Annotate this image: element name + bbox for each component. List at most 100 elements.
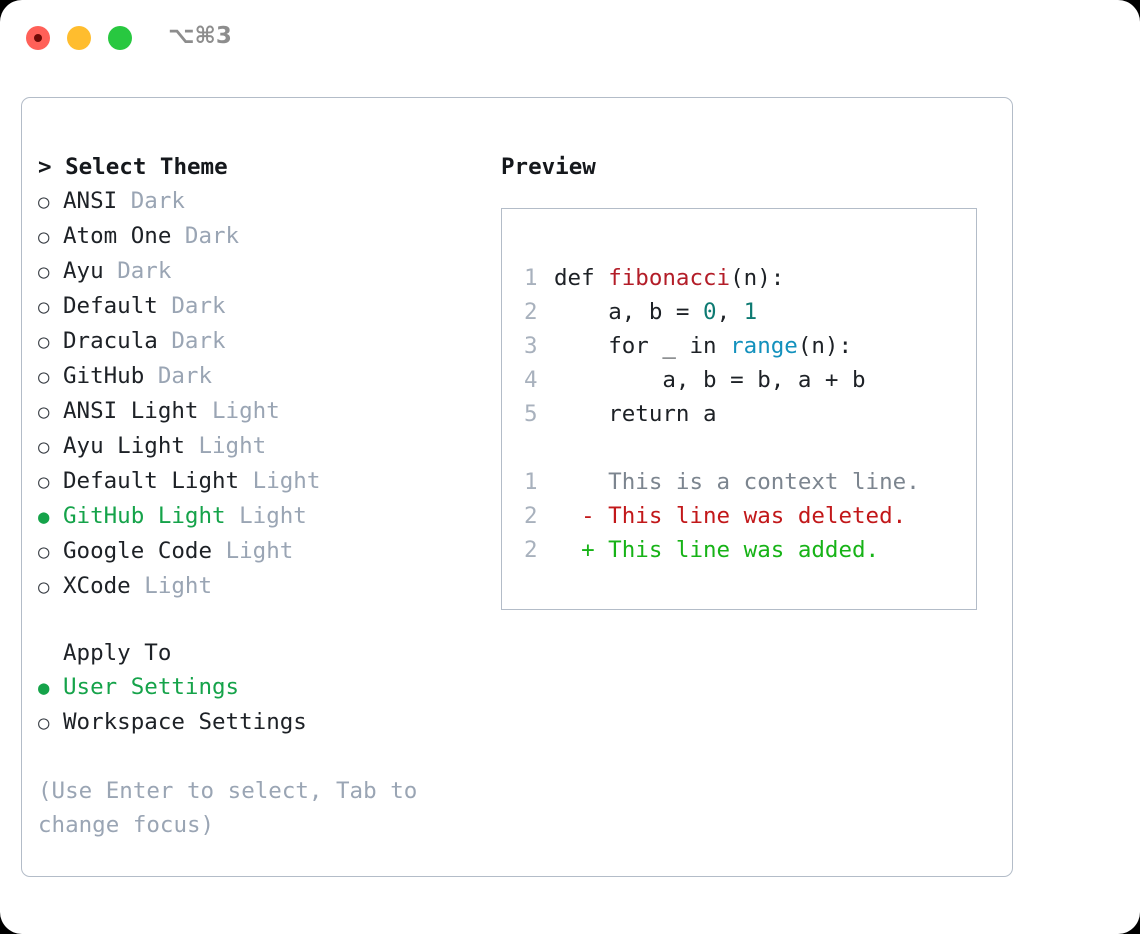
radio-selected-icon[interactable]: ●: [38, 506, 50, 528]
radio-unselected-icon[interactable]: ○: [38, 296, 50, 318]
theme-name-label: ANSI: [63, 188, 118, 214]
code-token: for _ in: [608, 333, 731, 359]
apply-to-heading: Apply To: [63, 640, 172, 666]
line-number: 1: [524, 469, 538, 495]
line-number: 4: [524, 367, 538, 393]
code-token: return a: [608, 401, 717, 427]
line-number: 3: [524, 333, 538, 359]
keyboard-shortcut-label: ⌥⌘3: [168, 23, 232, 49]
diff-line: 1 This is a context line.: [524, 465, 976, 499]
code-token: fibonacci: [608, 265, 731, 291]
theme-name-label: XCode: [63, 573, 131, 599]
theme-variant-label: Light: [239, 503, 307, 529]
diff-line-text: - This line was deleted.: [554, 503, 907, 529]
theme-variant-label: Light: [212, 398, 280, 424]
code-token: 1: [743, 299, 758, 325]
radio-unselected-icon[interactable]: ○: [38, 712, 50, 734]
theme-picker-panel: > Select Theme ○ANSI Dark○Atom One Dark○…: [21, 97, 1013, 877]
theme-list-item[interactable]: ○ ANSI Dark: [38, 184, 468, 219]
radio-unselected-icon[interactable]: ○: [38, 401, 50, 423]
theme-list[interactable]: ○ANSI Dark○Atom One Dark○Ayu Dark○Defaul…: [38, 184, 468, 604]
theme-list-item[interactable]: ○ Atom One Dark: [38, 219, 468, 254]
line-number: 2: [524, 537, 538, 563]
theme-variant-label: Dark: [130, 188, 185, 214]
diff-line: 2 - This line was deleted.: [524, 499, 976, 533]
theme-list-item[interactable]: ○ Ayu Light Light: [38, 429, 468, 464]
theme-name-label: Google Code: [63, 538, 213, 564]
code-token: (n):: [730, 265, 785, 291]
theme-variant-label: Dark: [171, 328, 226, 354]
theme-selection-column: > Select Theme ○ANSI Dark○Atom One Dark○…: [38, 150, 468, 842]
title-bar: ⌥⌘3: [0, 0, 1140, 76]
theme-list-item[interactable]: ○ Default Light Light: [38, 464, 468, 499]
code-line-text: def fibonacci(n):: [554, 261, 784, 295]
radio-unselected-icon[interactable]: ○: [38, 576, 50, 598]
theme-variant-label: Light: [198, 433, 267, 459]
radio-unselected-icon[interactable]: ○: [38, 191, 50, 213]
theme-variant-label: Light: [252, 468, 321, 494]
code-token: def: [554, 265, 609, 291]
theme-name-label: Default: [63, 293, 158, 319]
radio-unselected-icon[interactable]: ○: [38, 541, 50, 563]
radio-unselected-icon[interactable]: ○: [38, 331, 50, 353]
diff-line: 2 + This line was added.: [524, 533, 976, 567]
minimize-window-button[interactable]: [67, 26, 91, 50]
theme-list-item[interactable]: ○Google Code Light: [38, 534, 468, 569]
line-number: 5: [524, 401, 538, 427]
code-token: 0: [703, 299, 717, 325]
radio-unselected-icon[interactable]: ○: [38, 436, 50, 458]
theme-name-label: Dracula: [63, 328, 158, 354]
theme-variant-label: Dark: [171, 293, 226, 319]
theme-variant-label: Dark: [117, 258, 172, 284]
theme-name-label: GitHub: [63, 363, 145, 389]
theme-variant-label: Dark: [157, 363, 213, 389]
diff-line-text: This is a context line.: [554, 469, 920, 495]
apply-to-list[interactable]: ● User Settings ○ Workspace Settings: [38, 670, 468, 740]
code-token: range: [730, 333, 798, 359]
preview-heading: Preview: [501, 154, 596, 180]
code-line-text: a, b = 0, 1: [554, 295, 757, 329]
maximize-window-button[interactable]: [108, 26, 132, 50]
radio-unselected-icon[interactable]: ○: [38, 471, 50, 493]
theme-list-item[interactable]: ○Ayu Dark: [38, 254, 468, 289]
theme-name-label: ANSI Light: [63, 398, 199, 424]
code-line-text: return a: [554, 397, 717, 431]
code-line: 3 for _ in range(n):: [524, 329, 976, 363]
theme-variant-label: Light: [144, 573, 213, 599]
theme-name-label: Default Light: [63, 468, 240, 494]
apply-to-label: Workspace Settings: [63, 709, 307, 735]
apply-to-label: User Settings: [63, 674, 240, 700]
theme-list-item[interactable]: ○ XCode Light: [38, 569, 468, 604]
theme-list-item[interactable]: ○ ANSI Light Light: [38, 394, 468, 429]
diff-line-text: + This line was added.: [554, 537, 880, 563]
code-line-text: a, b = b, a + b: [554, 363, 866, 397]
close-window-button[interactable]: [26, 26, 50, 50]
theme-list-item[interactable]: ● GitHub Light Light: [38, 499, 468, 534]
code-line: 4 a, b = b, a + b: [524, 363, 976, 397]
apply-to-option[interactable]: ○ Workspace Settings: [38, 705, 468, 740]
code-line: 5 return a: [524, 397, 976, 431]
traffic-light-buttons: [26, 26, 132, 50]
code-token: a, b = b, a + b: [662, 367, 866, 393]
theme-variant-label: Dark: [184, 223, 240, 249]
line-number: 2: [524, 503, 538, 529]
radio-selected-icon[interactable]: ●: [38, 677, 50, 699]
radio-unselected-icon[interactable]: ○: [38, 366, 50, 388]
theme-name-label: Atom One: [63, 223, 172, 249]
radio-unselected-icon[interactable]: ○: [38, 261, 50, 283]
code-token: ,: [716, 299, 744, 325]
radio-unselected-icon[interactable]: ○: [38, 226, 50, 248]
theme-name-label: GitHub Light: [63, 503, 226, 529]
theme-list-item[interactable]: ○ Dracula Dark: [38, 324, 468, 359]
theme-list-item[interactable]: ○ GitHub Dark: [38, 359, 468, 394]
apply-to-option[interactable]: ● User Settings: [38, 670, 468, 705]
keyboard-hint-text: (Use Enter to select, Tab to change focu…: [38, 778, 431, 838]
code-token: a, b =: [608, 299, 704, 325]
theme-name-label: Ayu Light: [63, 433, 185, 459]
theme-list-item[interactable]: ○ Default Dark: [38, 289, 468, 324]
